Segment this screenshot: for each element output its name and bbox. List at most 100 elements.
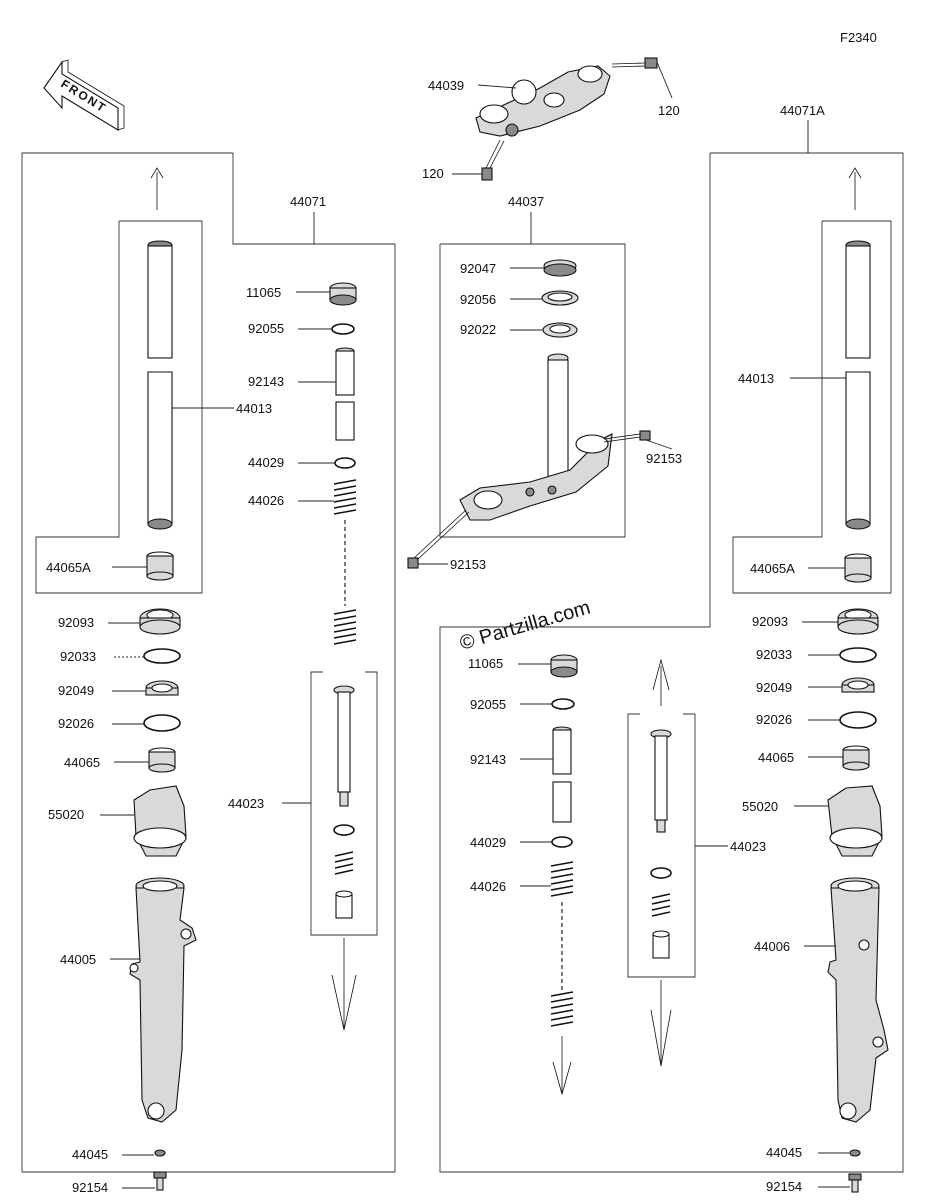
label-92154-right: 92154 bbox=[766, 1179, 802, 1194]
label-92049-left: 92049 bbox=[58, 683, 94, 698]
left-cylinder-44023 bbox=[333, 685, 355, 919]
label-120-top: 120 bbox=[658, 103, 680, 118]
label-44065-right: 44065 bbox=[758, 750, 794, 765]
steering-stem-lower-bracket bbox=[459, 353, 613, 521]
label-44023-right: 44023 bbox=[730, 839, 766, 854]
bolt-120-left bbox=[481, 139, 505, 181]
left-washer-92049 bbox=[145, 680, 179, 696]
label-44005: 44005 bbox=[60, 952, 96, 967]
upper-bracket-44039 bbox=[475, 65, 611, 137]
watermark-text: © Partzilla.com bbox=[457, 597, 593, 655]
left-gasket-44045 bbox=[154, 1149, 166, 1157]
label-44071A: 44071A bbox=[780, 103, 825, 118]
label-11065-right: 11065 bbox=[468, 656, 503, 671]
left-bolt-92154 bbox=[153, 1171, 167, 1191]
label-92154-left: 92154 bbox=[72, 1180, 108, 1195]
label-44026-right: 44026 bbox=[470, 879, 506, 894]
label-44029-right: 44029 bbox=[470, 835, 506, 850]
label-92093-left: 92093 bbox=[58, 615, 94, 630]
label-92026-right: 92026 bbox=[756, 712, 792, 727]
right-bushing-44065 bbox=[842, 745, 870, 771]
label-92056: 92056 bbox=[460, 292, 496, 307]
label-44039: 44039 bbox=[428, 78, 464, 93]
label-92153-left: 92153 bbox=[450, 557, 486, 572]
left-cap-bolt-11065 bbox=[329, 282, 357, 306]
left-o-ring-92055 bbox=[331, 323, 355, 335]
label-92047: 92047 bbox=[460, 261, 496, 276]
label-44065A-left: 44065A bbox=[46, 560, 91, 575]
pinch-bolt-92153-left bbox=[407, 509, 470, 569]
stem-washer-92056 bbox=[541, 290, 579, 306]
left-spring-44026 bbox=[333, 479, 357, 645]
label-92033-right: 92033 bbox=[756, 647, 792, 662]
label-44006: 44006 bbox=[754, 939, 790, 954]
leader-120-top bbox=[656, 61, 673, 99]
label-44026-left: 44026 bbox=[248, 493, 284, 508]
right-cylinder-box bbox=[627, 713, 696, 978]
right-inner-tube bbox=[845, 240, 871, 530]
label-92055-left: 92055 bbox=[248, 321, 284, 336]
left-spacer-92143 bbox=[335, 347, 355, 441]
diagram-code: F2340 bbox=[840, 30, 877, 45]
label-92143-left: 92143 bbox=[248, 374, 284, 389]
left-bushing-44065A bbox=[146, 551, 174, 581]
left-cylinder-box bbox=[310, 671, 378, 936]
left-bushing-44065 bbox=[148, 747, 176, 773]
label-92153-right: 92153 bbox=[646, 451, 682, 466]
label-92143-right: 92143 bbox=[470, 752, 506, 767]
label-44013-left: 44013 bbox=[236, 401, 272, 416]
label-44023-left: 44023 bbox=[228, 796, 264, 811]
stem-washer-92022 bbox=[542, 322, 578, 338]
label-92022: 92022 bbox=[460, 322, 496, 337]
right-washer-44029 bbox=[551, 836, 573, 848]
label-44045-right: 44045 bbox=[766, 1145, 802, 1160]
steering-stem-box bbox=[439, 243, 626, 538]
left-protector-55020 bbox=[133, 785, 187, 857]
right-washer-92049 bbox=[841, 677, 875, 693]
label-92055-right: 92055 bbox=[470, 697, 506, 712]
left-circlip-92033 bbox=[143, 648, 181, 664]
left-inner-tube bbox=[147, 240, 173, 530]
right-outer-tube-44006 bbox=[827, 877, 889, 1123]
right-inner-tube-box bbox=[732, 220, 892, 594]
right-fork-outline bbox=[439, 152, 904, 1173]
label-44065-left: 44065 bbox=[64, 755, 100, 770]
label-44065A-right: 44065A bbox=[750, 561, 795, 576]
label-44037: 44037 bbox=[508, 194, 544, 209]
label-92033-left: 92033 bbox=[60, 649, 96, 664]
label-44071: 44071 bbox=[290, 194, 326, 209]
label-120-left: 120 bbox=[422, 166, 444, 181]
left-oil-seal-92093 bbox=[139, 608, 181, 635]
right-oil-seal-92093 bbox=[837, 608, 879, 635]
left-washer-44029 bbox=[334, 457, 356, 469]
stem-nut-92047 bbox=[543, 259, 577, 277]
bolt-120-top bbox=[611, 57, 658, 69]
left-fork-outline bbox=[21, 152, 396, 1173]
label-44045-left: 44045 bbox=[72, 1147, 108, 1162]
right-bushing-44065A bbox=[844, 553, 872, 583]
right-spacer-92143 bbox=[552, 726, 572, 823]
right-gasket-44045 bbox=[849, 1149, 861, 1157]
right-circlip-92033 bbox=[839, 647, 877, 663]
right-ring-92026 bbox=[839, 711, 877, 729]
pinch-bolt-92153-right bbox=[603, 430, 651, 443]
label-92093-right: 92093 bbox=[752, 614, 788, 629]
label-55020-right: 55020 bbox=[742, 799, 778, 814]
leader-44039 bbox=[477, 84, 517, 89]
label-44013-right: 44013 bbox=[738, 371, 774, 386]
front-direction-arrow: FRONT bbox=[43, 59, 125, 131]
label-44029-left: 44029 bbox=[248, 455, 284, 470]
label-11065-left: 11065 bbox=[246, 285, 281, 300]
right-o-ring-92055 bbox=[551, 698, 575, 710]
left-outer-tube-44005 bbox=[129, 877, 197, 1123]
label-55020-left: 55020 bbox=[48, 807, 84, 822]
label-92049-right: 92049 bbox=[756, 680, 792, 695]
right-cap-bolt-11065 bbox=[550, 654, 578, 678]
right-bolt-92154 bbox=[848, 1173, 862, 1193]
right-spring-44026 bbox=[550, 861, 574, 1027]
left-inner-tube-box bbox=[35, 220, 203, 594]
label-92026-left: 92026 bbox=[58, 716, 94, 731]
right-protector-55020 bbox=[827, 785, 883, 857]
right-cylinder-44023 bbox=[650, 729, 672, 959]
